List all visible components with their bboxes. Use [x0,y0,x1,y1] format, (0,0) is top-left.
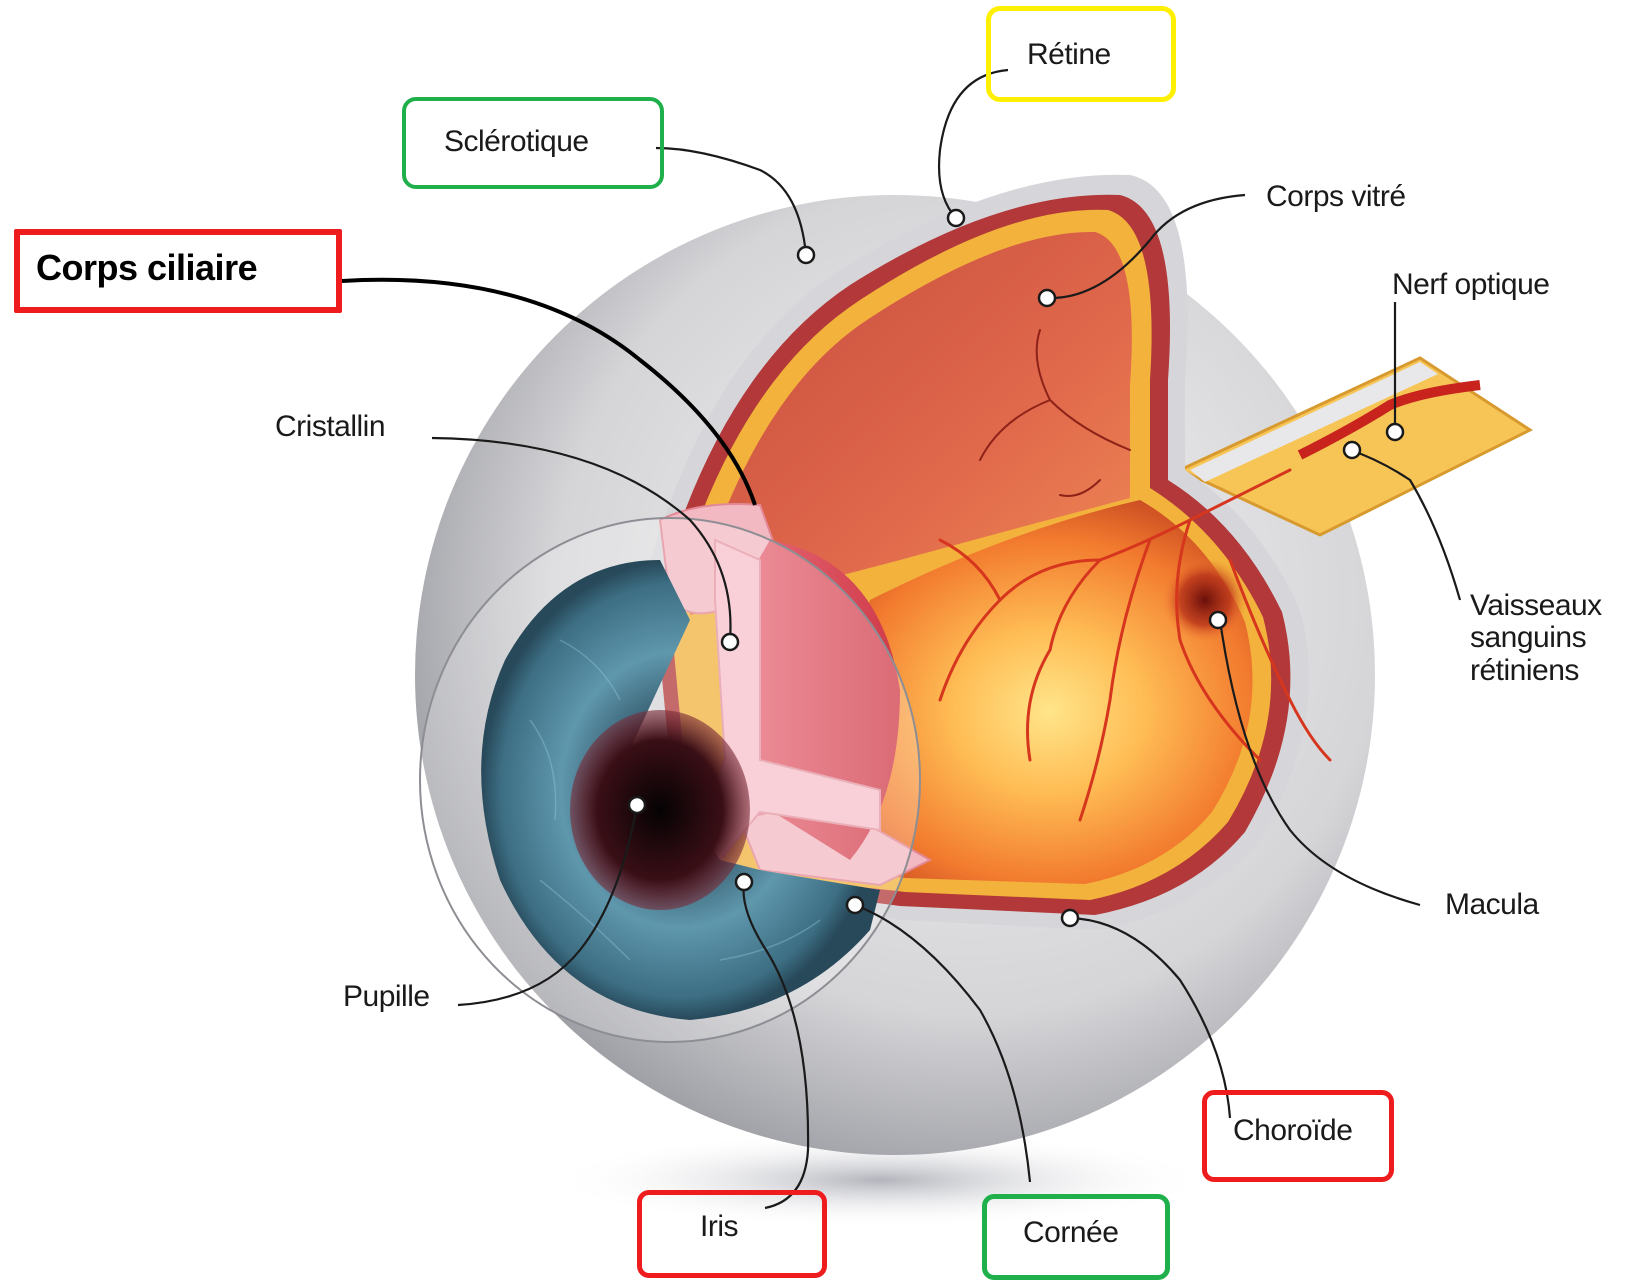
label-nerf-optique: Nerf optique [1392,268,1549,301]
label-pupille: Pupille [343,980,430,1013]
label-corps-vitre: Corps vitré [1266,180,1406,213]
label-choroide: Choroïde [1233,1114,1352,1147]
pupil [570,710,750,910]
label-macula: Macula [1445,888,1539,921]
label-corps-ciliaire: Corps ciliaire [36,248,257,288]
label-retine: Rétine [1027,38,1111,71]
label-sclerotique: Sclérotique [444,125,589,158]
label-iris: Iris [700,1210,738,1243]
label-vaisseaux-sanguins-retiniens: Vaisseaux sanguins rétiniens [1470,590,1630,687]
label-cornee: Cornée [1023,1216,1118,1249]
label-cristallin: Cristallin [275,410,385,443]
